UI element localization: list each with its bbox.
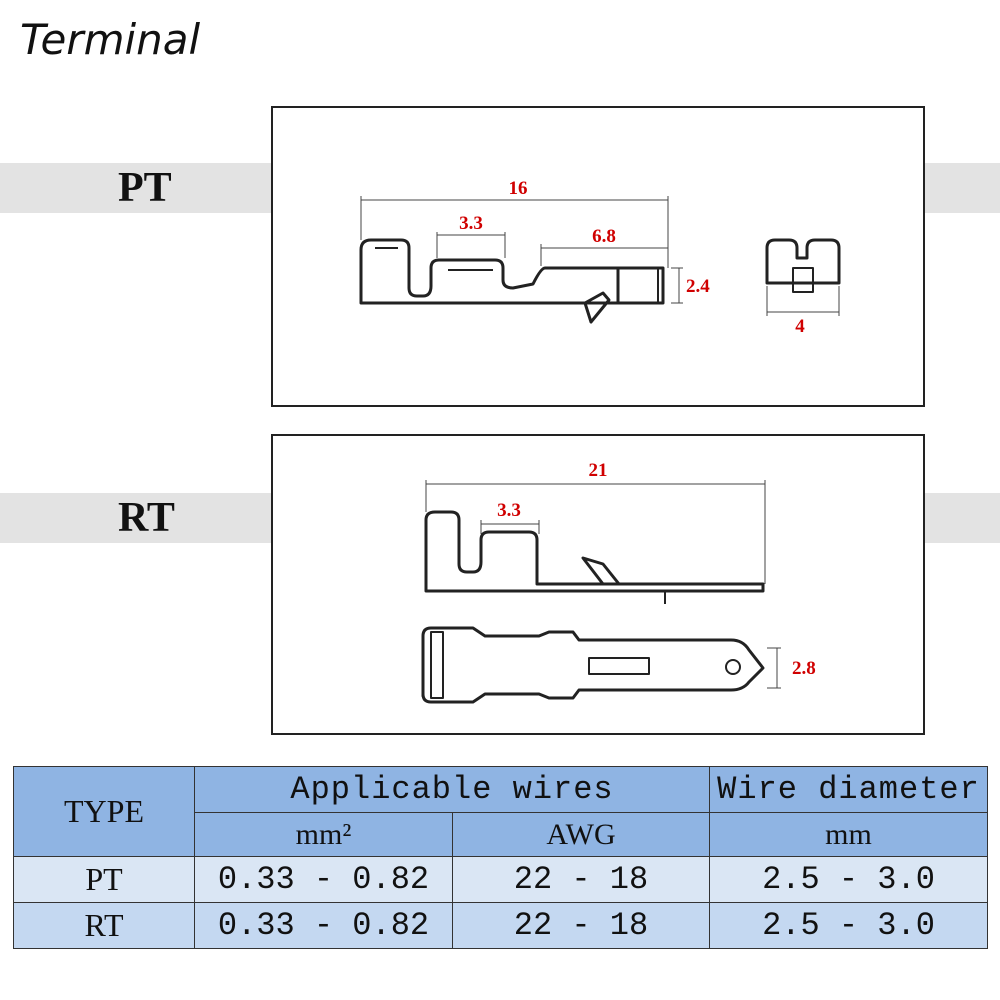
row-diameter: 2.5 - 3.0 <box>709 856 988 903</box>
pt-length-dim: 16 <box>509 178 528 199</box>
rt-lance <box>581 556 621 586</box>
pt-terminal-outline <box>359 238 665 305</box>
table-row: PT 0.33 - 0.82 22 - 18 2.5 - 3.0 <box>13 856 988 903</box>
rt-width-dim: 2.8 <box>792 658 816 679</box>
spec-table-wrap: TYPE Applicable wires Wire diameter mm² … <box>13 766 988 949</box>
pt-drawing: 16 3.3 6.8 2.4 4 <box>359 178 841 337</box>
rt-crimp-dim: 3.3 <box>497 500 521 521</box>
unit-mm2-header: mm² <box>194 812 453 857</box>
pt-front-outline <box>765 238 841 285</box>
rt-top-end <box>430 631 444 699</box>
row-type: PT <box>13 856 195 903</box>
wire-diameter-header: Wire diameter <box>709 766 988 813</box>
pt-lance <box>583 291 611 324</box>
rt-length-dim: 21 <box>589 460 608 481</box>
row-type: RT <box>13 902 195 949</box>
applicable-wires-header: Applicable wires <box>194 766 710 813</box>
row-awg: 22 - 18 <box>452 856 710 903</box>
pt-diagram-panel: 16 3.3 6.8 2.4 4 <box>271 106 925 407</box>
rt-top-outline <box>421 626 765 704</box>
unit-mm-header: mm <box>709 812 988 857</box>
row-mm2: 0.33 - 0.82 <box>194 902 453 949</box>
unit-awg-header: AWG <box>452 812 710 857</box>
rt-diagram-panel: 21 3.3 2.8 <box>271 434 925 735</box>
pt-crimp-dim: 3.3 <box>459 213 483 234</box>
row-diameter: 2.5 - 3.0 <box>709 902 988 949</box>
rt-top-hole <box>725 659 741 675</box>
rt-drawing: 21 3.3 2.8 <box>421 460 816 704</box>
pt-height-dim: 2.4 <box>686 276 710 297</box>
rt-top-window <box>588 657 650 675</box>
type-header: TYPE <box>13 766 195 857</box>
row-mm2: 0.33 - 0.82 <box>194 856 453 903</box>
rt-label: RT <box>118 495 175 541</box>
pt-width-dim: 4 <box>795 316 805 337</box>
pt-front-box <box>792 267 814 293</box>
pt-label: PT <box>118 165 172 211</box>
pt-contact-dim: 6.8 <box>592 226 616 247</box>
table-row: RT 0.33 - 0.82 22 - 18 2.5 - 3.0 <box>13 902 988 949</box>
row-awg: 22 - 18 <box>452 902 710 949</box>
spec-table: TYPE Applicable wires Wire diameter mm² … <box>13 766 988 949</box>
rt-terminal-outline <box>424 510 765 593</box>
page-title: Terminal <box>20 15 201 64</box>
